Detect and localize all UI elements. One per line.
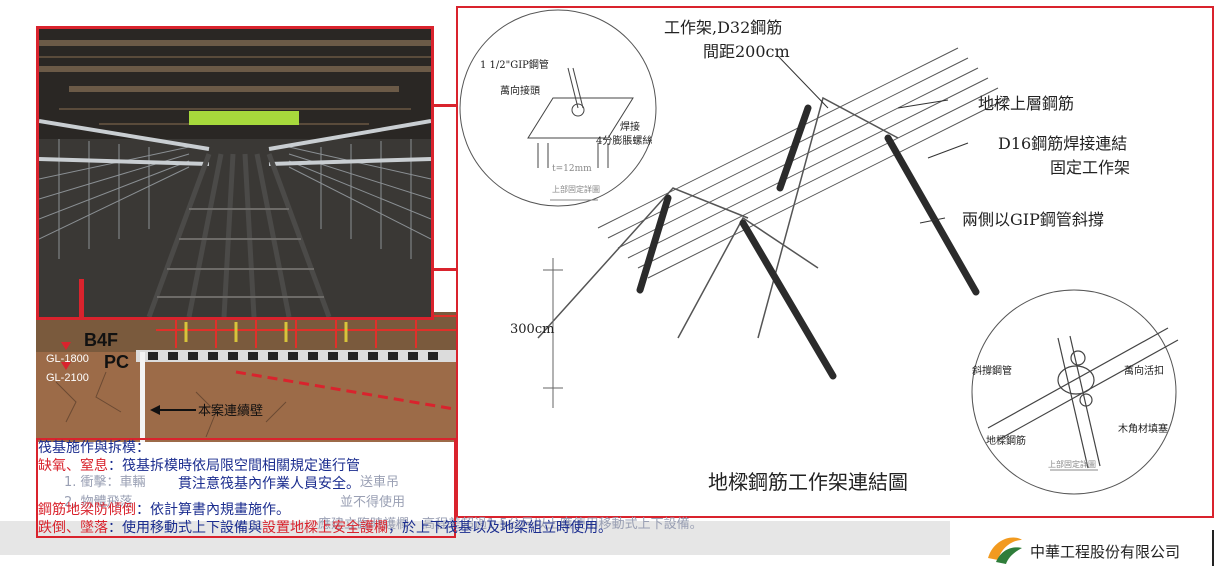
note-line-1: 缺氧、窒息：筏基拆模時依局限空間相關規定進行管: [38, 458, 360, 475]
weld-detail-label: 焊接: [620, 122, 640, 133]
callout-line: [434, 268, 458, 271]
faint-note-1b: 送車吊: [360, 475, 400, 490]
note-hazard-1: 缺氧、窒息: [38, 458, 108, 474]
note-highlight: 設置地樑上安全護欄: [262, 520, 388, 536]
faint-note-1: 1. 衝擊：車輛: [64, 475, 146, 490]
weld-label-2: 固定工作架: [1050, 158, 1131, 177]
brace-label: 兩側以GIP鋼管斜撐: [962, 210, 1104, 229]
notes-heading: 筏基施作與拆模：: [38, 440, 150, 456]
gl-label-2: GL-2100: [46, 372, 89, 384]
foundation-photo: [36, 312, 460, 442]
note-text-3: ：依計算書內規畫施作。: [136, 502, 290, 518]
note-hazard-3: 跌倒、墜落: [38, 520, 108, 536]
note-line-3: 鋼筋地梁防傾倒：依計算書內規畫施作。: [38, 502, 290, 519]
wedge-label: 木角材填塞: [1118, 424, 1168, 435]
detail-caption-bottom: 上部固定詳圖: [1048, 460, 1096, 469]
safety-notes-box: [36, 438, 456, 538]
weld-label-1: D16鋼筋焊接連結: [998, 134, 1128, 153]
wall-label: 本案連續壁: [198, 404, 264, 419]
rebar-walkway-photo: [36, 26, 434, 320]
brace-pipe-label: 斜撐鋼管: [972, 366, 1012, 377]
wall-arrow: [150, 405, 196, 415]
faint-note-2: 2. 物體飛落: [64, 495, 133, 510]
frame-label: 工作架,D32鋼筋: [664, 18, 783, 37]
pipe-label: 1 1/2"GIP鋼管: [480, 60, 549, 71]
rebar-detail-label: 地樑鋼筋: [986, 436, 1026, 447]
level-arrows: [61, 342, 71, 370]
callout-line: [434, 104, 458, 107]
note-line-2: 貫注意筏基內作業人員安全。: [178, 476, 360, 492]
faint-note-3: 應建立臨時護欄、高程差超過1.5公尺以上應使用移動式上下設備。: [318, 517, 703, 532]
faint-note-2b: 並不得使用: [340, 495, 406, 510]
rebar-frame-diagram: [456, 6, 1214, 518]
logo-divider: [1212, 530, 1214, 566]
diagram-title: 地樑鋼筋工作架連結圖: [708, 470, 908, 494]
spacing-label: 間距200cm: [703, 42, 790, 61]
level-label: B4F: [84, 330, 119, 350]
bolt-label: 4分膨脹螺絲: [596, 136, 653, 147]
joint-label: 萬向接頭: [500, 86, 540, 97]
note-hazard-2: 鋼筋地梁防傾倒: [38, 502, 136, 518]
note-line-4: 跌倒、墜落：使用移動式上下設備與設置地樑上安全護欄，於上下筏基以及地梁組立時使用…: [38, 520, 612, 537]
company-name: 中華工程股份有限公司: [1030, 543, 1181, 561]
note-text-4b: ，於上下筏基以及地梁組立時使用。: [388, 520, 612, 536]
top-rebar-label: 地樑上層鋼筋: [978, 94, 1075, 113]
footer-bar: [0, 521, 950, 555]
company-logo-icon: [988, 537, 1022, 564]
detail-caption-top: 上部固定詳圖: [552, 185, 600, 194]
height-label: 300cm: [510, 322, 555, 337]
note-text-1: ：筏基拆模時依局限空間相關規定進行管: [108, 458, 360, 474]
gl-label-1: GL-1800: [46, 353, 89, 365]
note-text-4a: ：使用移動式上下設備與: [108, 520, 262, 536]
pc-label: PC: [104, 352, 130, 372]
clamp-label: 萬向活扣: [1124, 366, 1164, 377]
plate-label: t=12mm: [552, 164, 592, 174]
